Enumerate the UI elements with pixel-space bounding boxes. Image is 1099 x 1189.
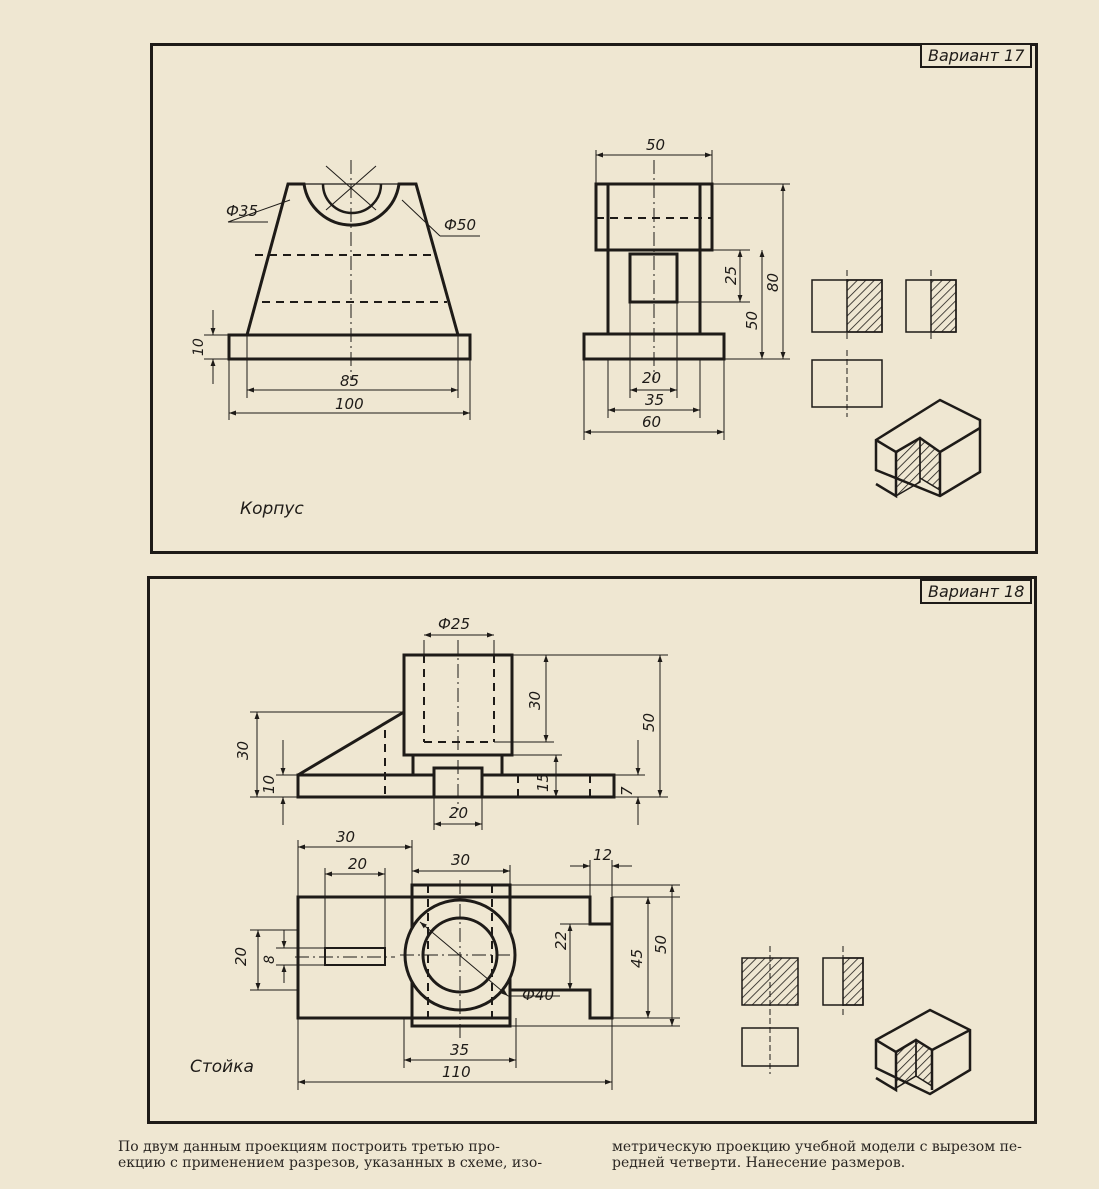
variant-18-isometric-icon bbox=[874, 1008, 972, 1096]
dim-30-top-left: 30 bbox=[336, 828, 355, 846]
dim-35-bottom: 35 bbox=[450, 1041, 469, 1059]
dim-phi40: Ф40 bbox=[522, 986, 554, 1004]
variant-17-frame bbox=[150, 43, 1038, 554]
caption-right-line-2: редней четверти. Нанесение размеров. bbox=[612, 1156, 906, 1171]
dim-7: 7 bbox=[618, 786, 636, 796]
dim-30-top-center: 30 bbox=[451, 851, 470, 869]
dim-50-top: 50 bbox=[646, 136, 665, 154]
dim-phi25: Ф25 bbox=[438, 615, 470, 633]
dim-85: 85 bbox=[340, 372, 359, 390]
dim-12: 12 bbox=[593, 846, 612, 864]
caption-right-line-1: метрическую проекцию учебной модели с вы… bbox=[612, 1140, 1022, 1155]
variant-18-top-view bbox=[250, 840, 680, 1090]
dim-15: 15 bbox=[534, 773, 552, 792]
dim-30-left: 30 bbox=[234, 741, 252, 760]
dim-60: 60 bbox=[642, 413, 661, 431]
variant-17-isometric-icon bbox=[874, 398, 982, 499]
dim-110: 110 bbox=[442, 1063, 471, 1081]
variant-17-tag: Вариант 17 bbox=[920, 43, 1033, 68]
dim-100: 100 bbox=[335, 395, 364, 413]
variant-18-title: Стойка bbox=[190, 1057, 254, 1077]
caption-left-line-2: екцию с применением разрезов, указанных … bbox=[118, 1156, 543, 1171]
variant-18-section-scheme bbox=[741, 946, 864, 1074]
variant-17-side-view bbox=[582, 150, 790, 440]
dim-20-bottom: 20 bbox=[449, 804, 468, 822]
dim-22: 22 bbox=[552, 931, 570, 950]
dim-50-right: 50 bbox=[652, 935, 670, 954]
variant-18-front-view bbox=[250, 632, 668, 830]
dim-50-vertical: 50 bbox=[640, 713, 658, 732]
dim-80: 80 bbox=[764, 273, 782, 292]
dim-20-top-left: 20 bbox=[348, 855, 367, 873]
dim-20-left: 20 bbox=[232, 947, 250, 966]
dim-35: 35 bbox=[645, 391, 664, 409]
dim-25: 25 bbox=[722, 266, 740, 285]
caption-left-line-1: По двум данным проекциям построить треть… bbox=[118, 1140, 500, 1155]
dim-20: 20 bbox=[642, 369, 661, 387]
dim-8: 8 bbox=[262, 955, 278, 964]
variant-18-tag: Вариант 18 bbox=[920, 579, 1033, 604]
dim-45: 45 bbox=[628, 949, 646, 968]
variant-18-frame bbox=[147, 576, 1037, 1124]
dim-phi50: Ф50 bbox=[444, 216, 476, 234]
dim-30-vertical: 30 bbox=[526, 691, 544, 710]
variant-17-front-view bbox=[204, 160, 480, 420]
variant-17-section-scheme bbox=[811, 270, 957, 417]
variant-17-title: Корпус bbox=[240, 499, 304, 519]
dim-phi35: Ф35 bbox=[226, 202, 258, 220]
dim-50-side: 50 bbox=[743, 311, 761, 330]
dim-10: 10 bbox=[191, 338, 207, 356]
dim-10-left: 10 bbox=[260, 775, 278, 794]
